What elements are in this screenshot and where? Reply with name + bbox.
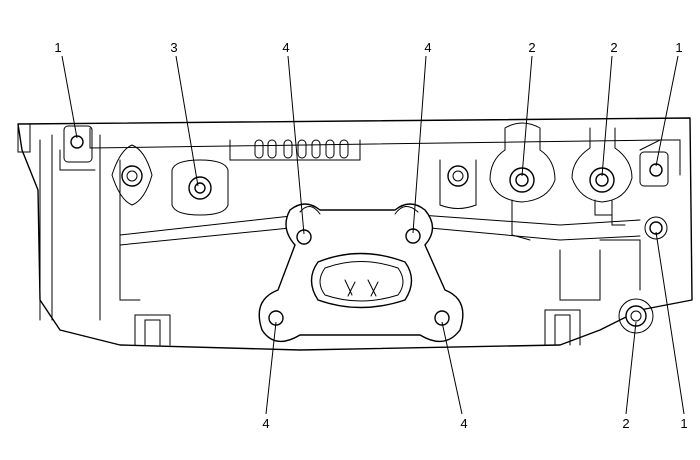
- callout-label: 4: [262, 416, 269, 431]
- callout-label: 2: [528, 40, 535, 55]
- callout-label: 2: [622, 416, 629, 431]
- leader-lines: [61, 55, 685, 415]
- bolt-heads: [63, 122, 669, 334]
- callout-label: 1: [675, 40, 682, 55]
- manifold-flange: [258, 203, 464, 343]
- bolt-manifold-lower-right: [434, 310, 450, 326]
- bolt-right-middle: [644, 216, 668, 240]
- bolt-left-boss: [111, 144, 153, 206]
- bolt-center-right-boss: [439, 159, 477, 209]
- bolt-top-right: [639, 151, 669, 187]
- callout-label: 3: [170, 40, 177, 55]
- callout-label: 2: [610, 40, 617, 55]
- bolt-top-center-left: [171, 159, 229, 216]
- bolt-upper-right-a: [489, 122, 556, 241]
- bolt-lower-right: [618, 298, 654, 334]
- callout-label: 4: [460, 416, 467, 431]
- valve-slot-row: [254, 139, 349, 159]
- callout-label: 4: [282, 40, 289, 55]
- cylinder-head-outline: [17, 117, 693, 351]
- callout-label: 4: [424, 40, 431, 55]
- callout-label: 1: [680, 416, 687, 431]
- callout-labels: 1 3 4 4 2 2 1 4 4 2 1: [54, 40, 687, 431]
- bolt-top-left: [63, 125, 93, 163]
- callout-label: 1: [54, 40, 61, 55]
